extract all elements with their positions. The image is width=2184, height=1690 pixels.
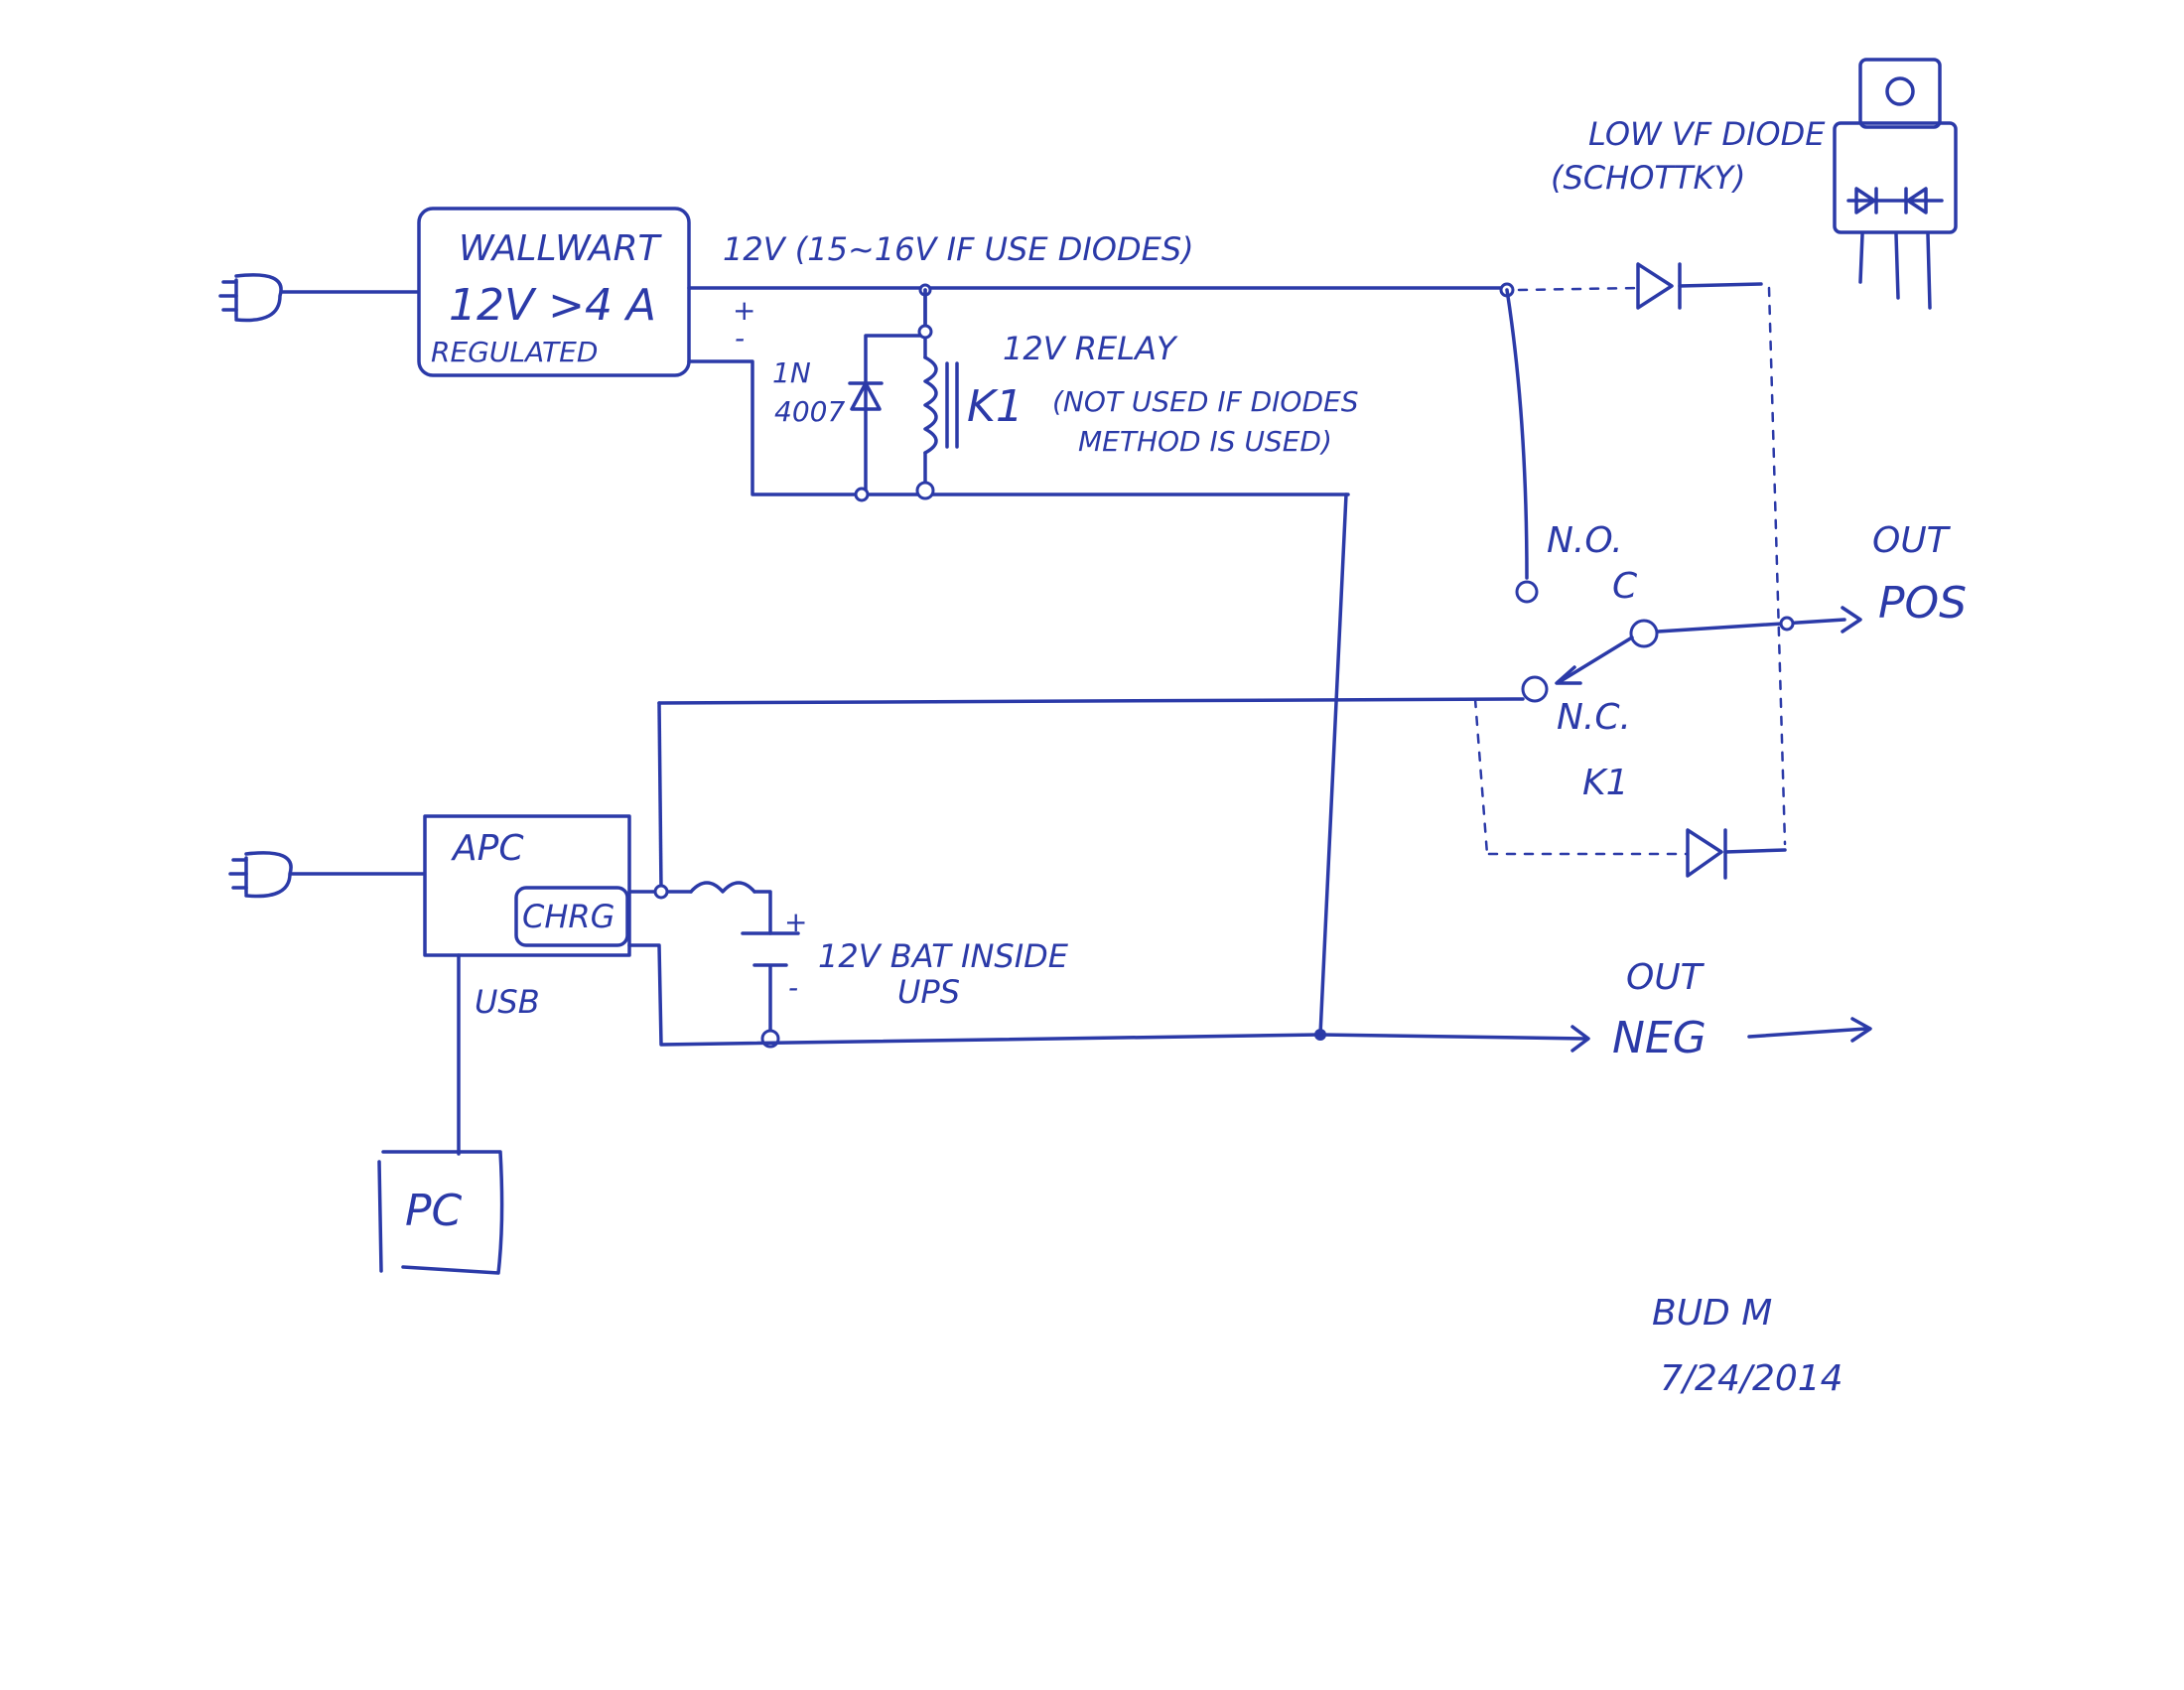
ups-charger-label: CHRG [522, 898, 614, 935]
output-negative-wire [1318, 1033, 1586, 1041]
battery-label-2: UPS [897, 973, 960, 1011]
signature-date: 7/24/2014 [1660, 1358, 1843, 1399]
wallwart-type: REGULATED [431, 336, 598, 368]
output-neg-label-2: NEG [1612, 1013, 1706, 1063]
schottky-lower-out-wire [1723, 848, 1787, 854]
battery-label-1: 12V BAT INSIDE [818, 937, 1069, 975]
output-pos-label-2: POS [1878, 578, 1967, 629]
flyback-diode-part-2: 4007 [774, 395, 845, 428]
wallwart-box [417, 207, 691, 377]
fuse-to-battery-wire [752, 890, 772, 935]
ups-negative-wire [627, 943, 1322, 1047]
relay-coil-node-top [917, 324, 933, 340]
schottky-diode-lower-icon [1686, 828, 1727, 880]
relay-contact-no [1515, 580, 1539, 604]
output-positive-arrow-icon [1841, 606, 1862, 634]
ups-name: APC [451, 828, 524, 869]
ups-box [423, 814, 631, 957]
ups-battery-to-nc-wire [657, 697, 1525, 705]
pc-label: PC [405, 1186, 463, 1236]
negative-bus-wire [1318, 493, 1348, 1037]
flyback-node [854, 487, 870, 502]
relay-coil-node-bottom [915, 481, 935, 500]
usb-label: USB [475, 983, 540, 1021]
relay-contact-c [1629, 619, 1659, 648]
relay-nc-label: N.C. [1557, 697, 1631, 738]
wallwart-plug-icon [218, 273, 283, 323]
flyback-diode-part-1: 1N [772, 356, 811, 389]
battery-plus: + [784, 906, 807, 938]
schottky-label-1: LOW VF DIODE [1588, 115, 1826, 153]
negative-junction-node [1314, 1029, 1326, 1041]
output-positive-node [1779, 616, 1795, 632]
relay-ref: K1 [967, 381, 1024, 432]
relay-no-label: N.O. [1547, 520, 1623, 561]
flyback-diode-wire [864, 288, 927, 496]
relay-ref-lower: K1 [1582, 763, 1629, 803]
output-negative-tail-wire [1747, 1027, 1868, 1039]
schottky-upper-out-wire [1678, 282, 1763, 288]
schottky-label-2: (SCHOTTKY) [1551, 159, 1746, 197]
pc-box [381, 1150, 504, 1275]
relay-note-1: (NOT USED IF DIODES [1052, 385, 1358, 418]
output-negative-arrow-icon [1570, 1025, 1590, 1053]
relay-no-wire [1505, 288, 1529, 580]
schottky-right-dashed-wire [1767, 286, 1787, 846]
ups-fuse-icon [689, 881, 756, 894]
relay-contact-nc [1521, 675, 1549, 703]
output-pos-label-1: OUT [1872, 520, 1952, 561]
relay-coil-icon [923, 355, 959, 455]
ups-battery-vertical-wire [657, 701, 663, 892]
wallwart-name: WALLWART [459, 228, 663, 269]
ups-plug-icon [228, 851, 293, 899]
schottky-diode-upper-icon [1636, 262, 1682, 310]
relay-armature-arrow-icon [1555, 665, 1582, 685]
relay-note-2: METHOD IS USED) [1078, 425, 1332, 458]
wallwart-rating: 12V >4 A [449, 280, 656, 331]
signature-name: BUD M [1652, 1293, 1772, 1334]
relay-c-label: C [1612, 566, 1638, 607]
pc-box-left-edge [377, 1160, 383, 1273]
schottky-lower-dashed-left [1473, 697, 1489, 856]
relay-armature [1559, 635, 1634, 683]
output-negative-tail-arrow-icon [1850, 1017, 1872, 1043]
ups-charger-box [514, 886, 629, 947]
polarity-minus: - [735, 322, 745, 354]
relay-title: 12V RELAY [1003, 330, 1178, 367]
polarity-plus: + [733, 294, 755, 327]
flyback-diode-icon [848, 381, 884, 411]
supply-line-label: 12V (15~16V IF USE DIODES) [723, 230, 1194, 268]
wallwart-negative-wire [687, 359, 1350, 496]
charger-node [653, 884, 669, 900]
output-neg-label-1: OUT [1626, 957, 1706, 998]
output-positive-wire [1656, 618, 1846, 634]
schottky-upper-dashed-wire [1517, 286, 1640, 292]
ups-battery-icon [741, 931, 800, 967]
schottky-package-icon [1833, 58, 1958, 310]
battery-minus: - [788, 971, 798, 1004]
